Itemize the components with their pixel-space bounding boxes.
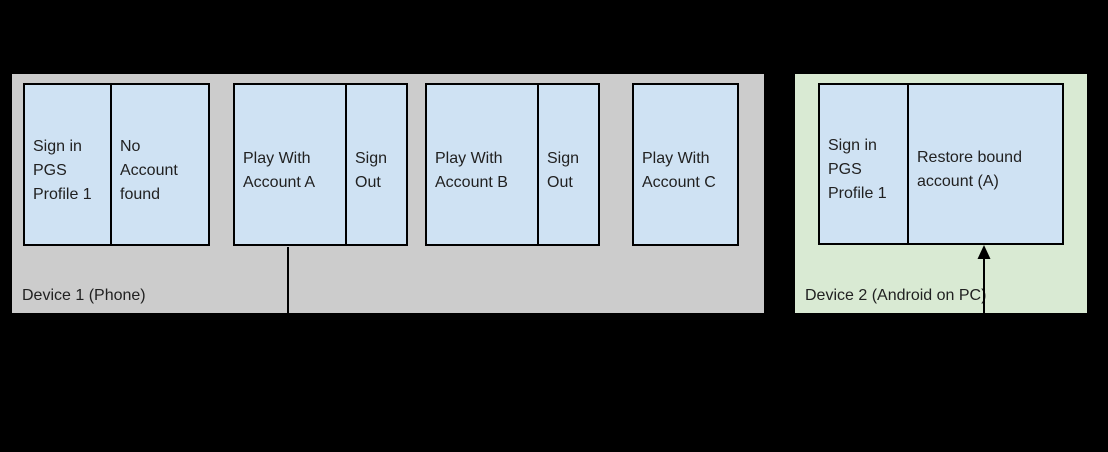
step-cell-play-with-account-a: Play With Account A xyxy=(243,149,316,191)
step-cell-no-account-found: No Account found xyxy=(110,85,208,244)
step-box-signin-no-account: Sign in PGS Profile 1 No Account found xyxy=(23,83,210,246)
step-cell-sign-in-pgs-profile-1-device2: Sign in PGS Profile 1 xyxy=(828,137,887,202)
device2-panel: Sign in PGS Profile 1 Restore bound acco… xyxy=(795,74,1087,313)
step-box-play-account-a: Play With Account A Sign Out xyxy=(233,83,408,246)
step-cell-sign-out-b: Sign Out xyxy=(537,85,598,244)
device2-label: Device 2 (Android on PC) xyxy=(805,287,987,304)
step-cell-play-with-account-b: Play With Account B xyxy=(435,149,508,191)
step-cell-play-with-account-c: Play With Account C xyxy=(642,149,716,191)
device1-panel: Sign in PGS Profile 1 No Account found P… xyxy=(12,74,764,313)
step-box-play-account-b: Play With Account B Sign Out xyxy=(425,83,600,246)
step-cell-sign-out-a: Sign Out xyxy=(345,85,406,244)
step-cell-sign-in-pgs-profile-1: Sign in PGS Profile 1 xyxy=(33,137,92,203)
step-box-signin-restore: Sign in PGS Profile 1 Restore bound acco… xyxy=(818,83,1064,245)
device1-label: Device 1 (Phone) xyxy=(22,287,146,304)
step-box-play-account-c: Play With Account C xyxy=(632,83,739,246)
step-cell-restore-bound-account-a: Restore bound account (A) xyxy=(907,85,1062,243)
